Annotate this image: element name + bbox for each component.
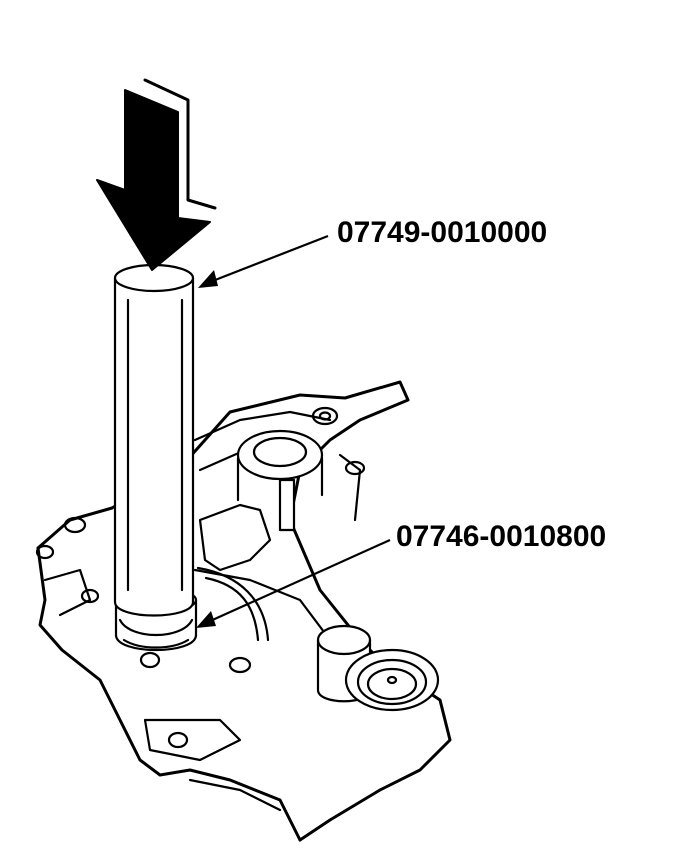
callout-driver-handle-label: 07749-0010000 <box>337 216 547 249</box>
driver-handle-cylinder <box>113 263 195 617</box>
down-arrow-icon <box>96 78 217 271</box>
callout-leaders <box>196 234 391 628</box>
transmission-housing <box>35 380 452 842</box>
callout-driver-attachment-label: 07746-0010800 <box>396 520 606 553</box>
